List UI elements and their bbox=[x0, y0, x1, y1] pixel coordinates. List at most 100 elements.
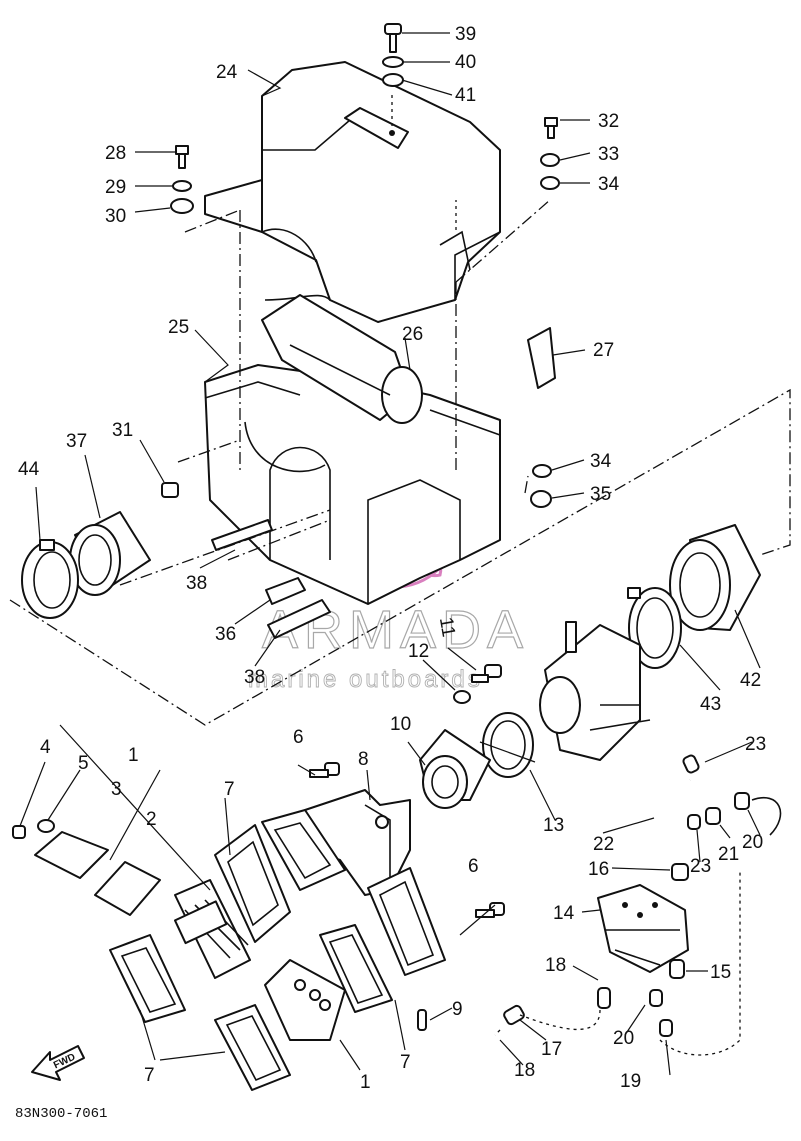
callout-4: 4 bbox=[40, 737, 51, 758]
cap-16 bbox=[671, 863, 689, 881]
callout-40: 40 bbox=[455, 52, 476, 73]
connector-21 bbox=[705, 807, 721, 825]
washer-30 bbox=[170, 198, 194, 214]
callout-3: 3 bbox=[111, 779, 122, 800]
screw-39 bbox=[384, 23, 402, 53]
callout-20-bottom: 20 bbox=[613, 1028, 634, 1049]
callout-7-top: 7 bbox=[224, 779, 235, 800]
callout-32: 32 bbox=[598, 111, 619, 132]
callout-9: 9 bbox=[452, 999, 463, 1020]
gasket-7-bottom-right bbox=[214, 1004, 291, 1091]
washer-29 bbox=[172, 180, 192, 192]
callout-38-lower: 38 bbox=[244, 667, 265, 688]
joint-10 bbox=[419, 729, 491, 809]
grommet-41 bbox=[382, 73, 404, 87]
gasket-upper-right bbox=[261, 809, 346, 891]
callout-16: 16 bbox=[588, 859, 609, 880]
screw-4 bbox=[12, 825, 26, 839]
gasket-7-top bbox=[214, 824, 291, 943]
callout-34-mid: 34 bbox=[590, 451, 612, 472]
callout-10: 10 bbox=[390, 714, 411, 735]
washer-12 bbox=[453, 690, 471, 704]
washer-40 bbox=[382, 56, 404, 68]
washer-5 bbox=[37, 819, 55, 833]
callout-12: 12 bbox=[408, 641, 429, 662]
callout-42: 42 bbox=[740, 670, 761, 691]
bracket-36 bbox=[265, 577, 306, 605]
screw-11 bbox=[471, 664, 502, 683]
fitting-20-bottom bbox=[649, 989, 663, 1007]
callout-6-lower: 6 bbox=[468, 856, 479, 877]
dowel-pin-9 bbox=[417, 1009, 427, 1031]
gasket-7-bottom-left bbox=[109, 934, 186, 1023]
callout-5: 5 bbox=[78, 753, 89, 774]
callout-41: 41 bbox=[455, 85, 476, 106]
silencer-cover bbox=[204, 61, 501, 323]
callout-1-bottom: 1 bbox=[360, 1072, 371, 1093]
callout-18-bottom: 18 bbox=[514, 1060, 535, 1081]
joint-18-top bbox=[597, 987, 611, 1009]
callout-23-bottom: 23 bbox=[690, 856, 711, 877]
drawing-code: 83N300-7061 bbox=[15, 1106, 107, 1122]
screw-28 bbox=[175, 145, 189, 169]
washer-34-mid bbox=[532, 464, 552, 478]
plate-38-lower bbox=[267, 599, 331, 639]
callout-2: 2 bbox=[146, 809, 157, 830]
filter-17 bbox=[503, 1004, 525, 1026]
callout-11: 11 bbox=[435, 616, 459, 639]
callout-26: 26 bbox=[402, 324, 423, 345]
callout-43: 43 bbox=[700, 694, 721, 715]
clamp-43 bbox=[627, 587, 682, 669]
callout-37: 37 bbox=[66, 431, 87, 452]
joint-37 bbox=[69, 511, 151, 596]
adaptor-body bbox=[539, 621, 651, 761]
callout-6-upper: 6 bbox=[293, 727, 304, 748]
reed-petal-2 bbox=[94, 861, 161, 916]
callout-1-top: 1 bbox=[128, 745, 139, 766]
hose-route bbox=[494, 870, 741, 1056]
callout-34-top: 34 bbox=[598, 174, 620, 195]
callout-22: 22 bbox=[593, 834, 614, 855]
joint-23-bottom bbox=[687, 814, 701, 830]
callout-7-right: 7 bbox=[400, 1052, 411, 1073]
screw-32 bbox=[544, 117, 558, 139]
nut-31 bbox=[161, 482, 179, 498]
callout-21: 21 bbox=[718, 844, 739, 865]
fwd-arrow-icon: FWD bbox=[31, 1045, 85, 1081]
callout-39: 39 bbox=[455, 24, 476, 45]
callout-38-upper: 38 bbox=[186, 573, 207, 594]
callout-18-top: 18 bbox=[545, 955, 566, 976]
joint-23-top bbox=[682, 754, 700, 774]
joint-42 bbox=[669, 524, 761, 631]
gasket-middle-right bbox=[319, 924, 393, 1013]
callout-24: 24 bbox=[216, 62, 238, 83]
callout-20-top: 20 bbox=[742, 832, 763, 853]
shim-27 bbox=[527, 327, 556, 389]
reed-valve-assembly-upper bbox=[173, 879, 251, 979]
callout-30: 30 bbox=[105, 206, 126, 227]
callout-labels: 39 40 41 24 32 28 33 29 34 30 25 26 27 3… bbox=[18, 24, 766, 1093]
reed-valve-assembly-lower bbox=[264, 959, 346, 1041]
callout-27: 27 bbox=[593, 340, 614, 361]
fitting-15 bbox=[669, 959, 685, 979]
callout-35: 35 bbox=[590, 484, 611, 505]
callout-17: 17 bbox=[541, 1039, 562, 1060]
plate-38-upper bbox=[211, 519, 273, 551]
callout-25: 25 bbox=[168, 317, 189, 338]
callout-15: 15 bbox=[710, 962, 731, 983]
bolt-6-upper bbox=[309, 762, 340, 778]
fuel-pump-14 bbox=[597, 884, 689, 973]
callout-14: 14 bbox=[553, 903, 575, 924]
callout-23-top: 23 bbox=[745, 734, 766, 755]
gasket-lower-right bbox=[367, 867, 446, 976]
nut-35 bbox=[530, 490, 552, 508]
callout-31: 31 bbox=[112, 420, 133, 441]
callout-8: 8 bbox=[358, 749, 369, 770]
callout-44: 44 bbox=[18, 459, 40, 480]
hose-20 bbox=[751, 797, 782, 836]
callout-36: 36 bbox=[215, 624, 236, 645]
intake-tube bbox=[261, 294, 423, 424]
reed-stopper-3 bbox=[34, 831, 109, 879]
connector-20-top bbox=[734, 792, 750, 810]
